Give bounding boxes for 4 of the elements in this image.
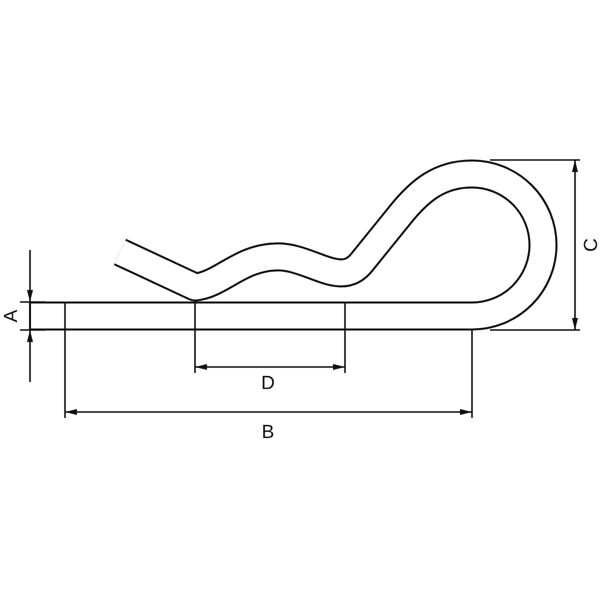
dimension-label: D: [260, 374, 276, 394]
dimension-label: C: [582, 237, 600, 254]
dimension-label: B: [260, 423, 276, 443]
dimension-label: A: [2, 308, 22, 324]
